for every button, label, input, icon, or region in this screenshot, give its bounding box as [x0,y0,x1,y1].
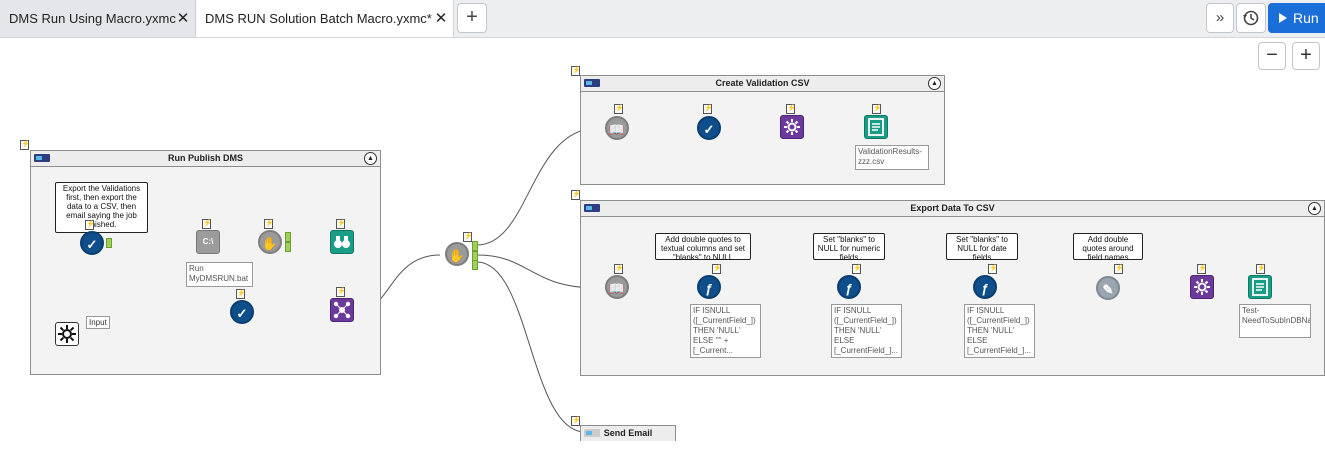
collapse-icon[interactable]: ▲ [1308,202,1321,215]
tab-dms-run-solution-batch-macro[interactable]: DMS RUN Solution Batch Macro.yxmc* ✕ [196,0,454,37]
control-param-tool-icon[interactable]: 📖 [605,116,629,140]
expand-icon[interactable]: » [1206,3,1234,33]
output-anchor [106,238,112,248]
collapse-icon[interactable]: ▲ [928,77,941,90]
comment-note: Set "blanks" to NULL for numeric fields [813,233,885,262]
comment-note: Set "blanks" to NULL for date fields [946,233,1018,262]
close-icon[interactable]: ✕ [434,10,448,27]
block-until-done-icon[interactable]: ✋ [445,242,469,266]
tab-label: DMS Run Using Macro.yxmc [9,11,176,26]
comment-note: Add double quotes around field names [1073,233,1143,262]
gear-icon [1194,279,1210,295]
bolt-icon: ⚡ [336,287,346,297]
gear-icon [58,325,76,343]
bolt-icon: ⚡ [1256,264,1266,274]
bolt-icon: ⚡ [236,289,246,299]
bolt-icon: ⚡ [336,219,346,229]
test-tool-icon[interactable]: ✓ [230,300,254,324]
union-tool-icon[interactable] [330,298,354,322]
container-header: Create Validation CSV ▲ [581,76,944,92]
bolt-icon: ⚡ [712,264,722,274]
collapse-icon[interactable]: ▲ [364,152,377,165]
bolt-icon: ⚡ [988,264,998,274]
gear-icon [784,119,800,135]
document-icon [868,118,884,136]
test-tool-icon[interactable]: ✓ [697,116,721,140]
tool-annotation: Test-NeedToSubInDBName.csv [1239,304,1311,338]
bolt-icon: ⚡ [202,219,212,229]
history-button[interactable] [1236,3,1266,33]
bolt-icon: ⚡ [571,190,581,200]
container-header: Export Data To CSV ▲ [581,201,1324,217]
multi-field-formula-icon[interactable]: ƒ [837,275,861,299]
comment-note: Export the Validations first, then expor… [55,182,148,233]
bolt-icon: ⚡ [703,104,713,114]
macro-tool-icon[interactable] [780,115,804,139]
control-param-tool-icon[interactable]: 📖 [605,275,629,299]
container-icon [584,429,600,437]
container-header: Send Email [581,426,675,441]
bolt-icon: ⚡ [872,104,882,114]
output-anchor [472,241,478,251]
test-tool-icon[interactable]: ✓ [80,231,104,255]
close-icon[interactable]: ✕ [176,10,190,27]
container-title: Create Validation CSV [715,78,810,88]
bolt-icon: ⚡ [614,104,624,114]
container-send-email[interactable]: Send Email [580,425,676,441]
document-icon [1252,278,1268,296]
output-data-tool-icon[interactable] [1248,275,1272,299]
bolt-icon: ⚡ [786,104,796,114]
cmd-icon-text: C:\ [202,237,214,246]
run-command-tool-icon[interactable]: C:\ [196,230,220,254]
dynamic-rename-icon[interactable]: ✎ [1096,276,1120,300]
bolt-icon: ⚡ [1197,264,1207,274]
bolt-icon: ⚡ [20,140,30,150]
bolt-icon: ⚡ [463,232,473,242]
block-until-done-icon[interactable]: ✋ [258,230,282,254]
bolt-icon: ⚡ [85,220,95,230]
play-icon [1279,13,1287,23]
output-data-tool-icon[interactable] [864,115,888,139]
container-title: Run Publish DMS [168,153,243,163]
multi-field-formula-icon[interactable]: ƒ [973,275,997,299]
bolt-icon: ⚡ [571,416,581,426]
tool-annotation: IF ISNULL ([_CurrentField_]) THEN 'NULL'… [831,304,902,358]
container-header: Run Publish DMS ▲ [31,151,380,167]
tool-annotation: IF ISNULL ([_CurrentField_]) THEN 'NULL'… [964,304,1035,358]
tab-bar: DMS Run Using Macro.yxmc ✕ DMS RUN Solut… [0,0,1325,38]
tool-annotation: Input [86,316,110,329]
tab-dms-run-using-macro[interactable]: DMS Run Using Macro.yxmc ✕ [0,0,196,37]
history-icon [1243,10,1259,26]
container-title: Export Data To CSV [910,203,995,213]
macro-input-tool-icon[interactable] [55,322,79,346]
output-anchor [472,260,478,270]
bolt-icon: ⚡ [571,66,581,76]
tab-label: DMS RUN Solution Batch Macro.yxmc* [205,11,432,26]
bolt-icon: ⚡ [264,219,274,229]
zoom-in-button[interactable]: + [1292,42,1320,70]
macro-tool-icon[interactable] [1190,275,1214,299]
run-label: Run [1293,10,1319,26]
tool-annotation: IF ISNULL ([_CurrentField_]) THEN 'NULL'… [690,304,761,358]
bolt-icon: ⚡ [852,264,862,274]
comment-note: Add double quotes to textual columns and… [655,233,751,262]
bolt-icon: ⚡ [614,264,624,274]
container-icon [584,79,600,87]
run-button[interactable]: Run [1268,3,1325,33]
union-icon [333,301,351,319]
zoom-out-button[interactable]: − [1258,42,1286,70]
tool-annotation: ValidationResults-zzz.csv [855,145,929,170]
browse-tool-icon[interactable] [330,230,354,254]
output-anchor [285,232,291,242]
output-anchor [285,242,291,252]
bolt-icon: ⚡ [1114,264,1124,274]
multi-field-formula-icon[interactable]: ƒ [697,275,721,299]
container-icon [34,154,50,162]
binoculars-icon [334,236,350,248]
tool-annotation: Run MyDMSRUN.bat [186,262,253,287]
add-tab-button[interactable]: + [457,3,487,33]
container-icon [584,204,600,212]
container-title: Send Email [603,428,653,438]
